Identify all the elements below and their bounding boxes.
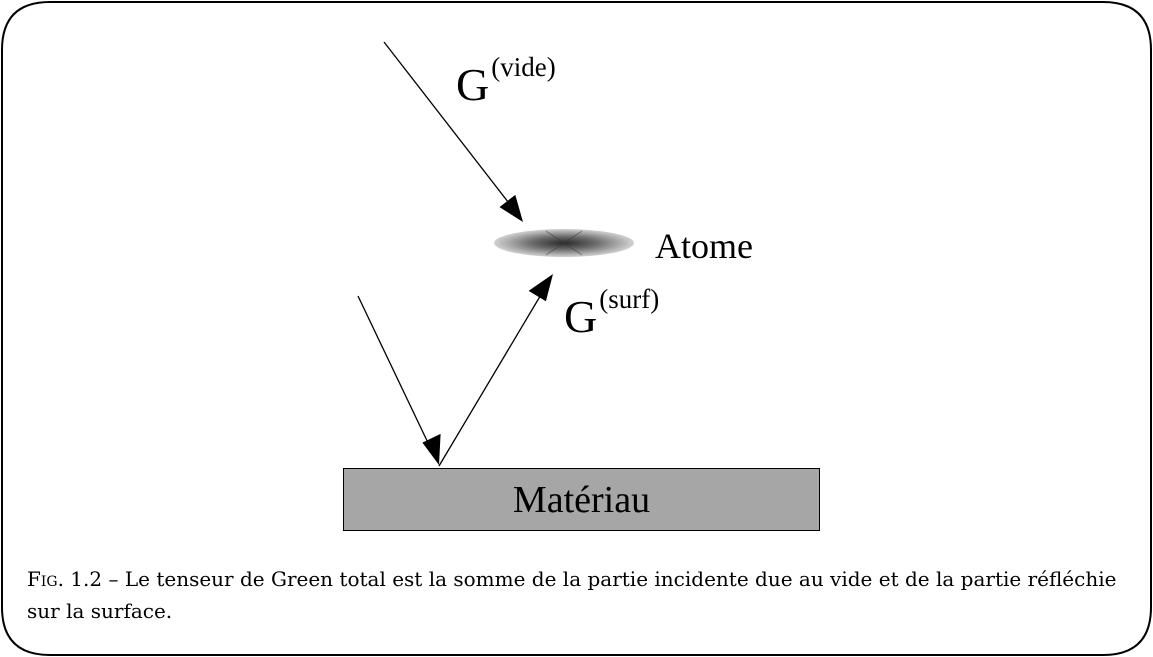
vacuum-green-symbol: G — [456, 59, 490, 110]
vacuum-green-superscript: (vide) — [491, 52, 556, 82]
reflected-ray-line — [438, 292, 543, 467]
material-label: Matériau — [512, 478, 651, 521]
surface-green-superscript: (surf) — [599, 284, 660, 314]
incident-surface-ray-arrowhead — [422, 433, 441, 465]
reflected-ray-arrowhead — [528, 274, 553, 302]
vacuum-green-label: G(vide) — [456, 54, 556, 110]
atom-label: Atome — [655, 226, 753, 266]
surface-green-label: G(surf) — [564, 286, 659, 342]
incident-surface-ray-line — [357, 295, 431, 448]
vacuum-ray-line — [383, 41, 513, 208]
caption-figure-number: Fig. 1.2 — [27, 567, 103, 591]
material-block: Matériau — [343, 468, 820, 531]
surface-green-symbol: G — [564, 291, 598, 342]
vacuum-ray-arrowhead — [499, 194, 523, 222]
caption-text: – Le tenseur de Green total est la somme… — [27, 567, 1117, 623]
atom-texture — [545, 230, 583, 256]
figure-caption: Fig. 1.2 – Le tenseur de Green total est… — [27, 563, 1137, 627]
